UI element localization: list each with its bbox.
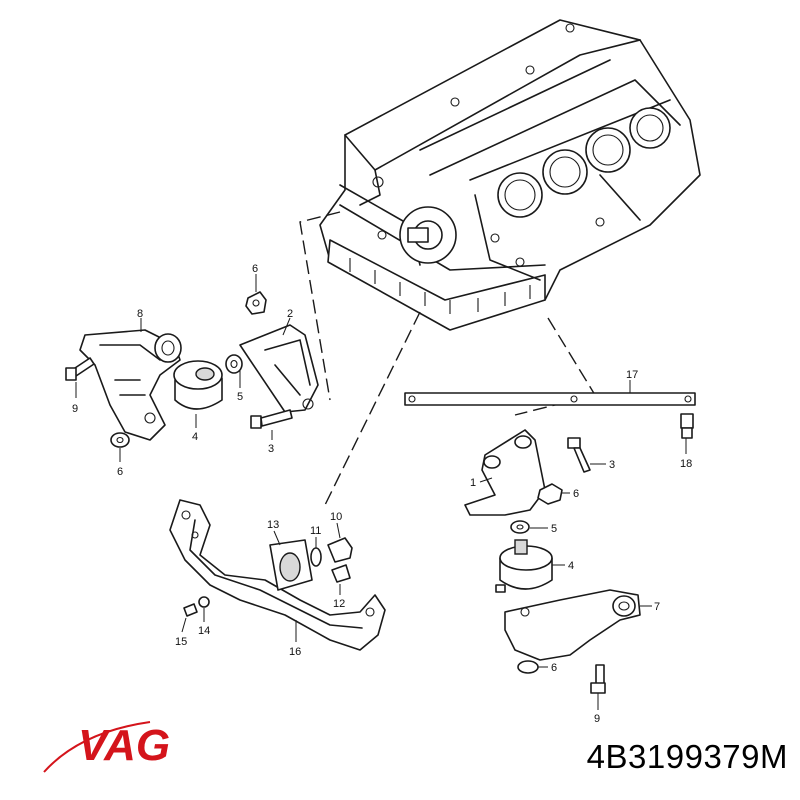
part-number: 4B3199379M (586, 738, 788, 775)
callout-labels: 6 2 8 9 4 5 3 6 17 18 1 3 6 5 4 7 6 9 13… (72, 263, 692, 725)
callout-label: 6 (573, 488, 579, 500)
callout-label: 13 (267, 519, 279, 531)
callout-label: 11 (310, 525, 321, 537)
callout-label: 12 (333, 598, 345, 610)
callout-label: 3 (609, 459, 615, 471)
callout-label: 1 (470, 477, 476, 489)
callout-label: 4 (192, 431, 198, 443)
callout-label: 14 (198, 625, 210, 637)
callout-label: 6 (551, 662, 557, 674)
engine-block (319, 19, 701, 331)
callout-label: 9 (594, 713, 600, 725)
crossmember-group (169, 499, 386, 651)
leader-lines (75, 274, 687, 710)
logo-swoosh (43, 721, 151, 773)
vag-logo: VAG (43, 721, 170, 773)
callout-label: 2 (287, 308, 293, 320)
callout-label: 16 (289, 646, 301, 658)
callout-label: 4 (568, 560, 574, 572)
callout-label: 7 (654, 601, 660, 613)
callout-label: 5 (237, 391, 243, 403)
callout-label: 10 (330, 511, 342, 523)
right-mount-group (404, 392, 696, 694)
logo-text: VAG (78, 721, 170, 770)
callout-label: 6 (252, 263, 258, 275)
callout-label: 8 (137, 308, 143, 320)
callout-label: 18 (680, 458, 692, 470)
callout-label: 9 (72, 403, 78, 415)
callout-label: 15 (175, 636, 187, 648)
left-mount-group (65, 291, 319, 448)
callout-label: 3 (268, 443, 274, 455)
callout-label: 6 (117, 466, 123, 478)
callout-label: 17 (626, 369, 638, 381)
callout-label: 5 (551, 523, 557, 535)
